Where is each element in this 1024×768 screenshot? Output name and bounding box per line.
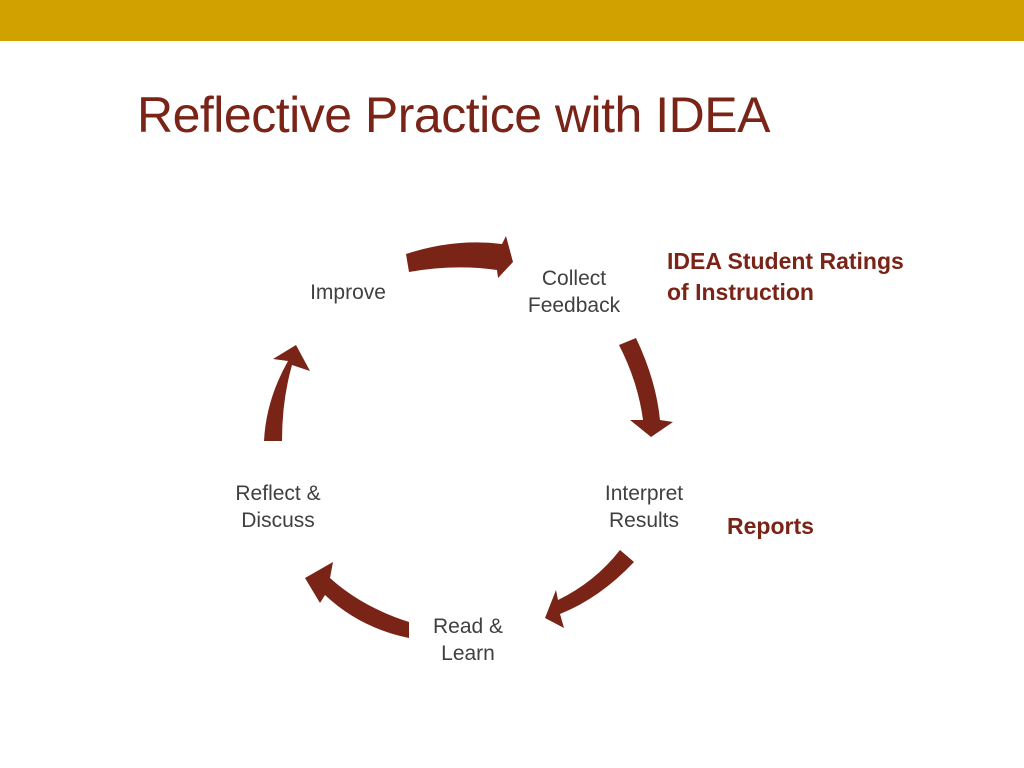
arrow-improve-to-collect (406, 236, 513, 278)
note-idea-student-ratings: IDEA Student Ratings of Instruction (667, 248, 904, 305)
cycle-step-reflect-discuss: Reflect & Discuss (235, 482, 321, 532)
arrow-read-to-reflect (305, 562, 409, 638)
note-reports: Reports (727, 513, 814, 539)
top-accent-bar (0, 0, 1024, 41)
arrow-reflect-to-improve (264, 345, 310, 441)
cycle-step-interpret-results: Interpret Results (604, 482, 684, 532)
arrow-interpret-to-read (545, 550, 634, 628)
cycle-step-read-learn: Read & Learn (432, 615, 504, 665)
cycle-step-collect-feedback: Collect Feedback (527, 267, 621, 317)
arrow-collect-to-interpret (619, 338, 673, 437)
cycle-step-improve: Improve (310, 281, 386, 304)
slide-title: Reflective Practice with IDEA (137, 87, 770, 143)
